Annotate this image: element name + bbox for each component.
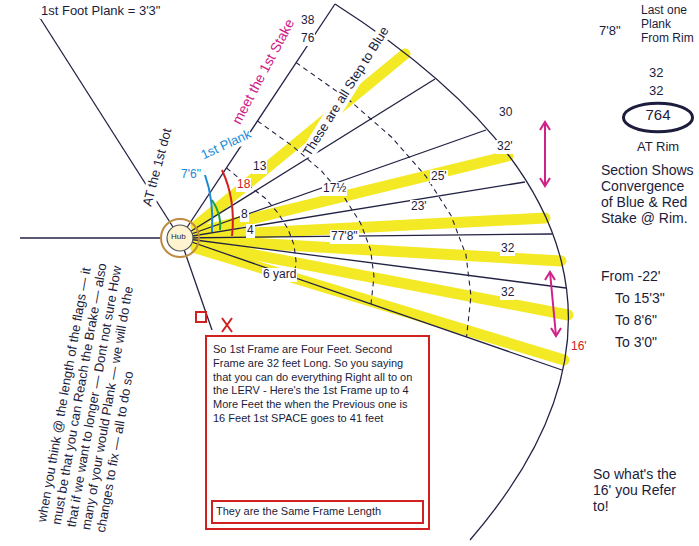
handwritten-note: To 3'0"	[614, 334, 658, 350]
handwritten-note: 7'8"	[598, 24, 622, 39]
note-text: 764	[626, 106, 690, 125]
handwritten-note: 1st Foot Plank = 3'3"	[40, 4, 161, 19]
note-text: They are the Same Frame Length	[216, 505, 419, 519]
handwritten-note: From -22'	[600, 268, 661, 284]
handwritten-note: 1st Plank	[198, 127, 255, 164]
handwritten-note: 8	[240, 208, 249, 222]
handwritten-note: 32	[500, 242, 515, 256]
handwritten-note: 32	[648, 66, 664, 81]
handwritten-note: 17½	[322, 182, 347, 196]
handwritten-note: 32	[648, 84, 664, 99]
note-box: So 1st Frame are Four Feet. Second Frame…	[205, 335, 430, 530]
handwritten-note: AT the 1st dot	[140, 126, 176, 209]
handwritten-note: meet the 1st Stake	[228, 15, 298, 127]
handwritten-note: 25'	[430, 170, 448, 184]
handwritten-note: 38	[300, 14, 315, 28]
handwritten-note: AT Rim	[636, 140, 680, 155]
handwritten-note: 13	[252, 160, 267, 174]
circled-number: 764	[622, 102, 694, 133]
handwritten-note: 32'	[496, 140, 514, 154]
handwritten-note: 32	[500, 286, 515, 300]
note-box: They are the Same Frame Length	[211, 500, 424, 524]
handwritten-note: Section Shows Convergence of Blue & Red …	[600, 162, 697, 226]
handwritten-note: 18	[236, 178, 251, 192]
handwritten-note: 6 yard	[262, 268, 297, 282]
handwritten-note: 16'	[570, 340, 588, 354]
handwritten-note: So what's the 16' you Refer to!	[592, 466, 696, 514]
handwritten-note: 7'6"	[180, 168, 202, 182]
handwritten-note: To 8'6"	[614, 312, 658, 328]
handwritten-note: Hub	[170, 232, 187, 241]
handwritten-note: when you think @ the length of the flags…	[35, 244, 158, 535]
handwritten-note: To 15'3"	[614, 290, 666, 306]
handwritten-note: 76	[300, 32, 315, 46]
note-text: So 1st Frame are Four Feet. Second Frame…	[213, 343, 422, 426]
handwritten-note: 30	[498, 106, 513, 120]
handwritten-note: 23'	[410, 200, 428, 214]
handwritten-note: 77'8"	[330, 230, 359, 244]
handwritten-note: Last one Plank From Rim	[640, 4, 698, 45]
handwritten-note: 4	[246, 224, 255, 238]
